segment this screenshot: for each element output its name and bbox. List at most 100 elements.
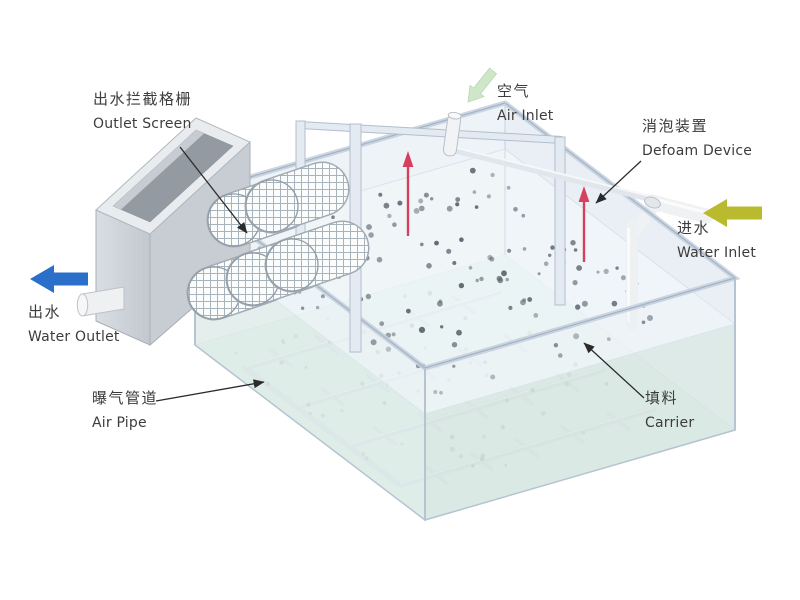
carrier-dot: [458, 282, 465, 289]
carrier-dot: [506, 185, 511, 190]
label-air-pipe-en: Air Pipe: [92, 415, 147, 431]
carrier-dot: [391, 332, 396, 337]
water-front-left-face: [195, 239, 425, 520]
water-front-right-face: [425, 324, 735, 520]
water-inlet-flow-arrow: [703, 199, 762, 227]
carrier-dot: [455, 197, 461, 202]
carrier-dot: [455, 202, 460, 207]
carrier-dot: [527, 297, 533, 302]
frame-beam: [299, 121, 563, 144]
carrier-dot: [365, 293, 372, 300]
carrier-dot: [452, 364, 456, 368]
carrier-dot: [397, 200, 403, 206]
outlet-chamber: [95, 117, 251, 347]
carrier-dot: [419, 205, 425, 212]
label-air-pipe: 曝气管道 Air Pipe: [92, 387, 158, 431]
carrier-dot: [533, 313, 539, 318]
label-air-pipe-zh: 曝气管道: [92, 389, 159, 407]
carrier-dot: [376, 256, 383, 263]
leader-carrier: [583, 342, 645, 399]
carrier-dot: [479, 276, 484, 282]
air-inlet-pipe-mouth: [447, 111, 462, 120]
carrier-dot: [406, 308, 411, 314]
main-tank: [189, 100, 741, 522]
label-carrier: 填料 Carrier: [645, 387, 694, 431]
carrier-dot: [456, 329, 462, 336]
carrier-dot: [581, 300, 588, 307]
carrier-dot: [647, 315, 653, 321]
carrier-dot: [641, 320, 646, 325]
screen-drum: [264, 220, 370, 293]
carrier-dot: [553, 343, 559, 348]
frame-beam-edges: [299, 121, 563, 144]
carrier-dot: [469, 167, 476, 174]
carrier-dot: [575, 304, 581, 310]
water-outlet-pipe: [76, 286, 125, 317]
carrier-dot: [507, 248, 512, 253]
label-defoam-device-zh: 消泡装置: [642, 117, 709, 135]
label-outlet-screen: 出水拦截格栅 Outlet Screen: [93, 88, 192, 132]
carrier-dot: [426, 263, 432, 269]
carrier-dot: [437, 300, 443, 307]
defoam-spray-arrowhead: [402, 151, 414, 167]
carrier-dot: [446, 248, 452, 254]
screen-drum: [244, 161, 350, 234]
carrier-dot: [537, 272, 541, 276]
carrier-dot: [300, 306, 305, 310]
carrier-dot: [378, 192, 383, 197]
carrier-dot: [596, 270, 600, 274]
carrier-dot: [418, 198, 424, 204]
carrier-dot: [490, 172, 495, 178]
label-air-inlet-en: Air Inlet: [497, 108, 554, 124]
water-inlet-pipe-cap: [644, 196, 661, 209]
carrier-dot: [439, 390, 443, 395]
label-water-inlet-en: Water Inlet: [677, 245, 757, 261]
label-carrier-zh: 填料: [645, 389, 679, 407]
carrier-dot: [423, 192, 429, 198]
carrier-dot: [505, 277, 509, 282]
carrier-dot: [486, 194, 491, 199]
carrier-dot: [413, 208, 420, 214]
inlet-elbow: [630, 200, 660, 236]
water-inlet-pipe-body: [644, 194, 714, 224]
label-water-inlet: 进水 Water Inlet: [677, 217, 756, 261]
label-water-outlet-zh: 出水: [28, 303, 62, 321]
carrier-dot: [420, 242, 424, 247]
water-inlet-pipe: [644, 194, 714, 224]
carrier-dot: [430, 197, 434, 201]
label-water-outlet-en: Water Outlet: [28, 329, 120, 345]
carrier-dot: [474, 205, 479, 209]
carrier-dot: [490, 374, 496, 380]
water-outlet-flow-arrow: [30, 265, 88, 293]
carrier-dot: [451, 342, 458, 348]
carrier-dot: [379, 321, 385, 327]
outlet-pipe-mouth: [76, 293, 89, 317]
label-carrier-en: Carrier: [645, 415, 695, 431]
carrier-dot: [452, 261, 457, 265]
carrier-dot: [611, 300, 618, 307]
carrier-dot: [366, 224, 372, 230]
carrier-dot: [513, 207, 518, 212]
carrier-dot: [520, 299, 526, 306]
carrier-dot: [489, 256, 495, 262]
carrier-dot: [440, 325, 444, 329]
label-defoam-device: 消泡装置 Defoam Device: [642, 115, 752, 159]
carrier-dot: [320, 294, 325, 299]
leader-outlet-screen: [179, 146, 248, 234]
carrier-dot: [550, 245, 555, 250]
carrier-dot: [558, 353, 563, 358]
carrier-dot: [603, 268, 609, 274]
defoam-devices: [402, 151, 590, 262]
leader-air-pipe: [155, 379, 265, 402]
carrier-dot: [606, 337, 611, 341]
carrier-dot: [434, 240, 439, 246]
chamber-opening: [112, 129, 234, 223]
label-water-inlet-zh: 进水: [677, 219, 711, 237]
label-defoam-device-en: Defoam Device: [642, 143, 753, 159]
carrier-dot: [573, 248, 578, 252]
label-air-inlet: 空气 Air Inlet: [497, 80, 553, 124]
chamber-inner-wall: [113, 130, 204, 210]
carrier-dot: [572, 280, 578, 286]
carrier-dot: [501, 270, 507, 277]
